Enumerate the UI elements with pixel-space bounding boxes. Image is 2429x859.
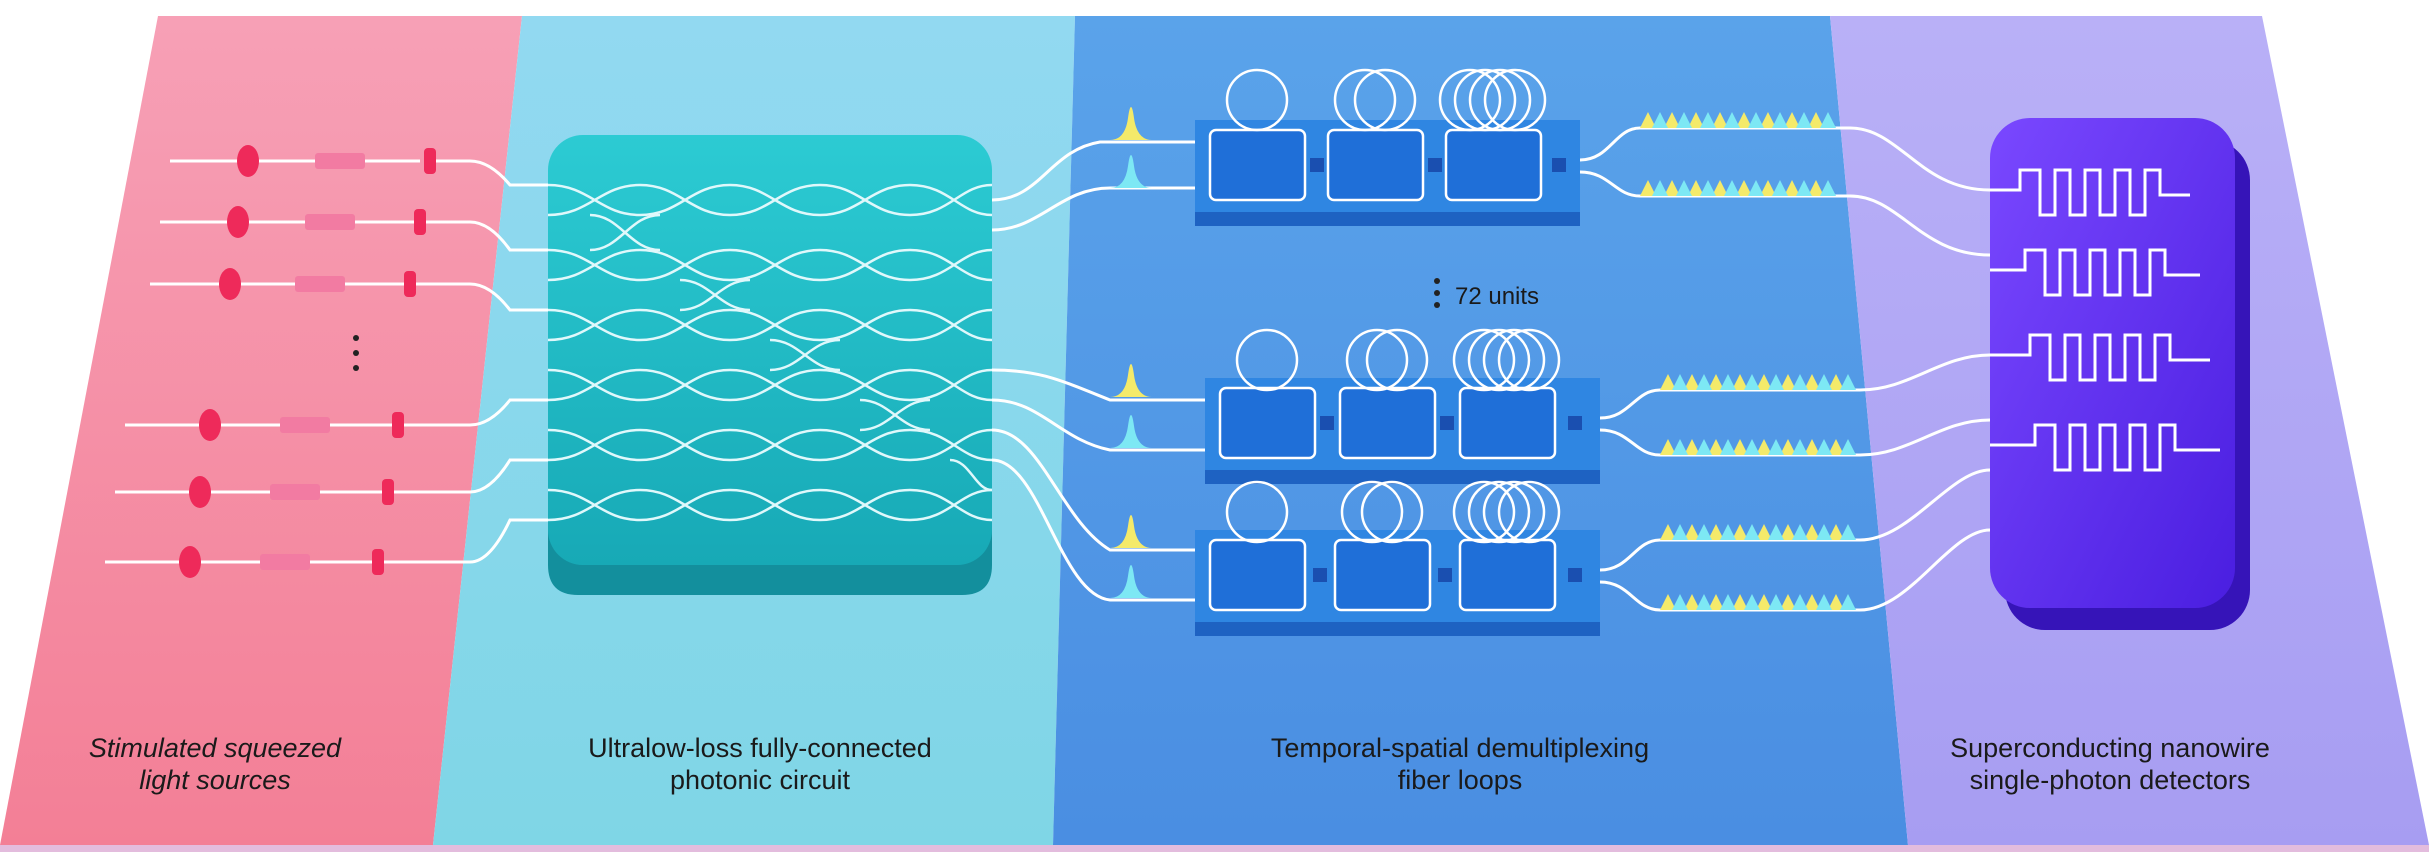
sources-label: Stimulated squeezed light sources: [45, 732, 385, 796]
source-crystals: [179, 145, 436, 578]
input-waveguides: [384, 159, 548, 564]
loops-label: Temporal-spatial demultiplexing fiber lo…: [1200, 732, 1720, 796]
units-label: 72 units: [1455, 283, 1540, 310]
source-mirror: [372, 549, 384, 575]
loops-label-line1: Temporal-spatial demultiplexing: [1270, 733, 1650, 763]
source-crystal: [227, 206, 249, 238]
circuit-label: Ultralow-loss fully-connected photonic c…: [500, 732, 1020, 796]
source-grating: [260, 554, 310, 570]
fiber-loop-unit-2: [1205, 328, 1600, 484]
units-ellipsis: [1434, 278, 1440, 308]
light-sources: [105, 159, 420, 564]
circuit-label-line1: Ultralow-loss fully-connected: [588, 733, 932, 763]
fiber-loop-unit-1: [1195, 68, 1580, 226]
source-crystal: [237, 145, 259, 177]
loop-output-waveguides: [1579, 126, 1991, 612]
source-grating: [280, 417, 330, 433]
detectors-label: Superconducting nanowire single-photon d…: [1890, 732, 2330, 796]
source-grating: [270, 484, 320, 500]
source-crystal: [179, 546, 201, 578]
input-pulses: [1110, 107, 1152, 598]
fiber-loop-unit-3: [1195, 480, 1600, 636]
detectors-label-line2: single-photon detectors: [1969, 765, 2251, 795]
source-grating: [295, 276, 345, 292]
circuit-label-line2: photonic circuit: [669, 765, 851, 795]
source-mirror: [414, 209, 426, 235]
source-mirror: [382, 479, 394, 505]
source-mirror: [424, 148, 436, 174]
source-ellipsis: [353, 335, 359, 371]
source-crystal: [219, 268, 241, 300]
photonic-chip: [547, 135, 993, 595]
sources-panel: [0, 16, 522, 845]
source-crystal: [199, 409, 221, 441]
source-crystal: [189, 476, 211, 508]
output-waveguides: [991, 140, 1210, 602]
interferometer-mesh: [547, 183, 993, 522]
detectors-label-line1: Superconducting nanowire: [1950, 733, 2270, 763]
sources-label-line1: Stimulated squeezed: [88, 733, 342, 763]
source-grating: [305, 214, 355, 230]
nanowire-meanders: [1990, 168, 2220, 472]
slab-edge: [0, 845, 2429, 852]
detector-chip: [1990, 118, 2250, 630]
source-mirror: [404, 271, 416, 297]
loops-label-line2: fiber loops: [1397, 765, 1523, 795]
source-mirror: [392, 412, 404, 438]
sources-label-line2: light sources: [139, 765, 291, 795]
source-grating: [315, 153, 365, 169]
